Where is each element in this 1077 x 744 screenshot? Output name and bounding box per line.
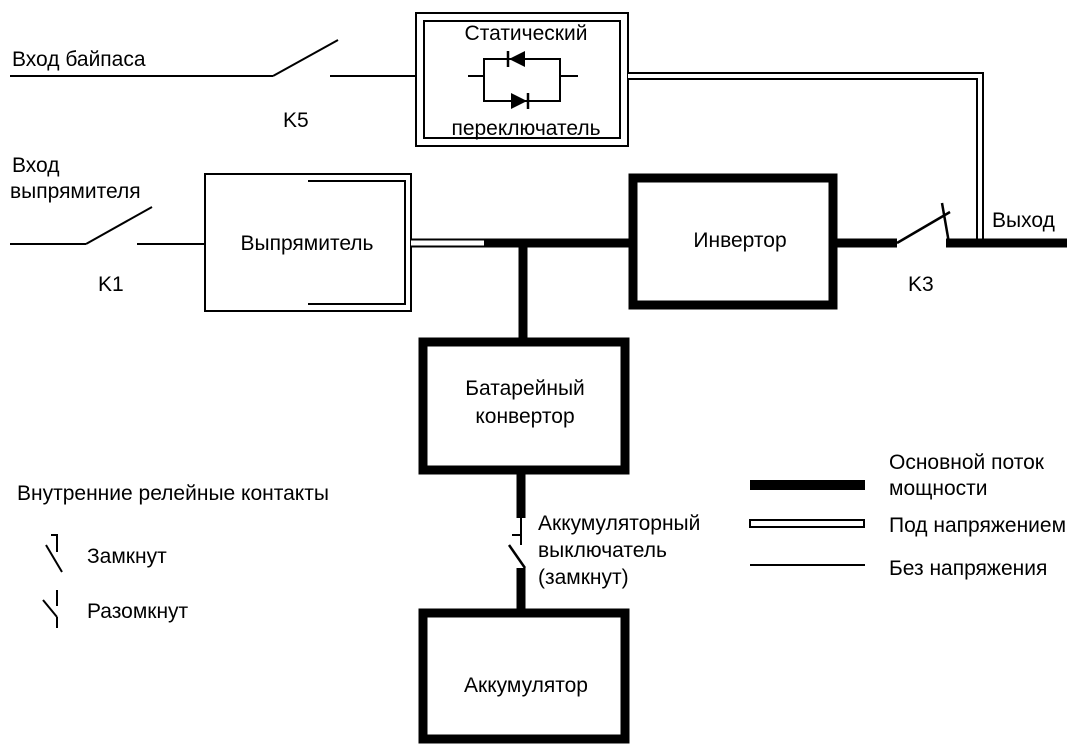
battery-breaker-closed-switch xyxy=(507,518,527,569)
battery-breaker-label-line1: Аккумуляторный xyxy=(538,512,700,535)
k3-closed-switch xyxy=(896,202,951,245)
legend-de-energized-label: Без напряжения xyxy=(889,557,1047,580)
legend-energized-swatch xyxy=(749,519,865,528)
k1-switch-blade xyxy=(85,206,153,245)
k3-label: K3 xyxy=(908,273,934,296)
static-switch-label-line2: переключатель xyxy=(451,117,600,140)
bypass-input-label: Вход байпаса xyxy=(12,48,146,71)
legend-energized-label: Под напряжением xyxy=(889,514,1066,537)
legend-main-power-label-line2: мощности xyxy=(889,477,988,500)
static-switch-label-line1: Статический xyxy=(465,22,588,45)
battery-breaker-label-line2: выключатель xyxy=(538,539,667,562)
battery-block xyxy=(418,608,630,744)
relay-legend-open-label: Разомкнут xyxy=(87,600,189,623)
battery-converter-label-line1: Батарейный xyxy=(465,377,585,400)
rectifier-input-path xyxy=(10,206,205,245)
k5-label: K5 xyxy=(283,109,309,132)
output-label: Выход xyxy=(992,209,1055,232)
k5-switch-blade xyxy=(272,39,339,77)
thyristor-pair-icon xyxy=(468,51,578,109)
closed-contact-icon xyxy=(45,534,63,573)
rectifier-input-label-line1: Вход xyxy=(12,154,60,177)
rectifier-input-label-line2: выпрямителя xyxy=(10,180,141,203)
relay-legend-title: Внутренние релейные контакты xyxy=(17,482,329,505)
relay-legend-closed-label: Замкнут xyxy=(87,545,167,568)
battery-label: Аккумулятор xyxy=(464,674,588,697)
open-contact-icon xyxy=(42,590,58,628)
legend-main-power-label-line1: Основной поток xyxy=(889,451,1045,474)
inverter-label: Инвертор xyxy=(693,229,786,252)
bypass-path xyxy=(10,39,416,77)
rectifier-label: Выпрямитель xyxy=(240,232,373,255)
static-switch-block xyxy=(415,12,629,147)
k1-label: K1 xyxy=(98,273,124,296)
battery-converter-label-line2: конвертор xyxy=(475,405,574,428)
energized-bypass-output-path xyxy=(628,72,984,240)
battery-breaker-label-line3: (замкнут) xyxy=(538,566,629,589)
